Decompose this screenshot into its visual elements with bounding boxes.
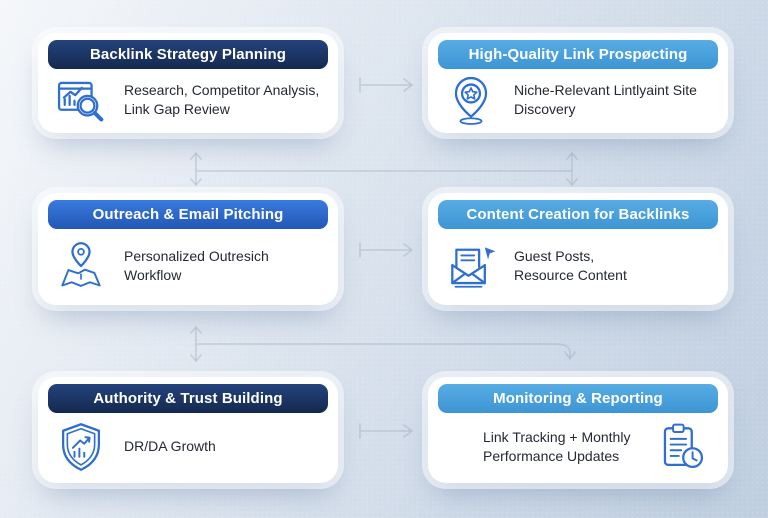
arrow-row3-col1-to-col2	[359, 423, 413, 439]
shield-growth-icon	[55, 421, 107, 473]
card-header-label: Backlink Strategy Planning	[90, 46, 286, 63]
card-header-label: Content Creation for Backlinks	[466, 206, 690, 223]
card-body-text: Niche-Relevant Lintlyaint Site Discovery	[514, 81, 697, 117]
card-body-text: Research, Competitor Analysis, Link Gap …	[124, 81, 320, 117]
connector-row2-row3	[190, 326, 576, 362]
card-backlink-strategy-planning: Backlink Strategy Planning	[38, 33, 338, 133]
card-body: DR/DA Growth	[38, 413, 338, 483]
card-body: Research, Competitor Analysis, Link Gap …	[38, 69, 338, 133]
card-body-text: Personalized Outresich Workflow	[124, 247, 269, 283]
card-header-label: Monitoring & Reporting	[493, 390, 663, 407]
card-body-text: Guest Posts, Resource Content	[514, 247, 627, 283]
card-high-quality-link-prospecting: High-Quality Link Prospøcting Niche-Rele…	[428, 33, 728, 133]
card-body-text: Link Tracking + Monthly Performance Upda…	[483, 428, 631, 464]
card-content-creation-backlinks: Content Creation for Backlinks	[428, 193, 728, 305]
card-header-label: Outreach & Email Pitching	[92, 206, 284, 223]
card-header: Content Creation for Backlinks	[438, 200, 718, 229]
card-header: Authority & Trust Building	[48, 384, 328, 413]
card-header-label: High-Quality Link Prospøcting	[468, 46, 688, 63]
card-monitoring-reporting: Monitoring & Reporting Link Tracking + M…	[428, 377, 728, 483]
envelope-send-icon	[445, 240, 497, 292]
map-pin-icon	[55, 240, 107, 292]
card-header: Outreach & Email Pitching	[48, 200, 328, 229]
clipboard-clock-icon	[656, 421, 708, 473]
card-header: High-Quality Link Prospøcting	[438, 40, 718, 69]
card-header: Backlink Strategy Planning	[48, 40, 328, 69]
analytics-magnifier-icon	[55, 74, 107, 126]
pin-star-icon	[445, 74, 497, 126]
card-header-label: Authority & Trust Building	[93, 390, 283, 407]
connector-row1-row2	[190, 152, 578, 186]
card-body: Guest Posts, Resource Content	[428, 229, 728, 305]
card-body-text: DR/DA Growth	[124, 438, 216, 455]
card-body: Personalized Outresich Workflow	[38, 229, 338, 305]
card-outreach-email-pitching: Outreach & Email Pitching Personalized O…	[38, 193, 338, 305]
arrow-row1-col1-to-col2	[359, 77, 413, 93]
card-header: Monitoring & Reporting	[438, 384, 718, 413]
card-authority-trust-building: Authority & Trust Building DR/	[38, 377, 338, 483]
card-body: Niche-Relevant Lintlyaint Site Discovery	[428, 69, 728, 133]
arrow-row2-col1-to-col2	[359, 242, 413, 258]
card-body: Link Tracking + Monthly Performance Upda…	[428, 413, 728, 483]
